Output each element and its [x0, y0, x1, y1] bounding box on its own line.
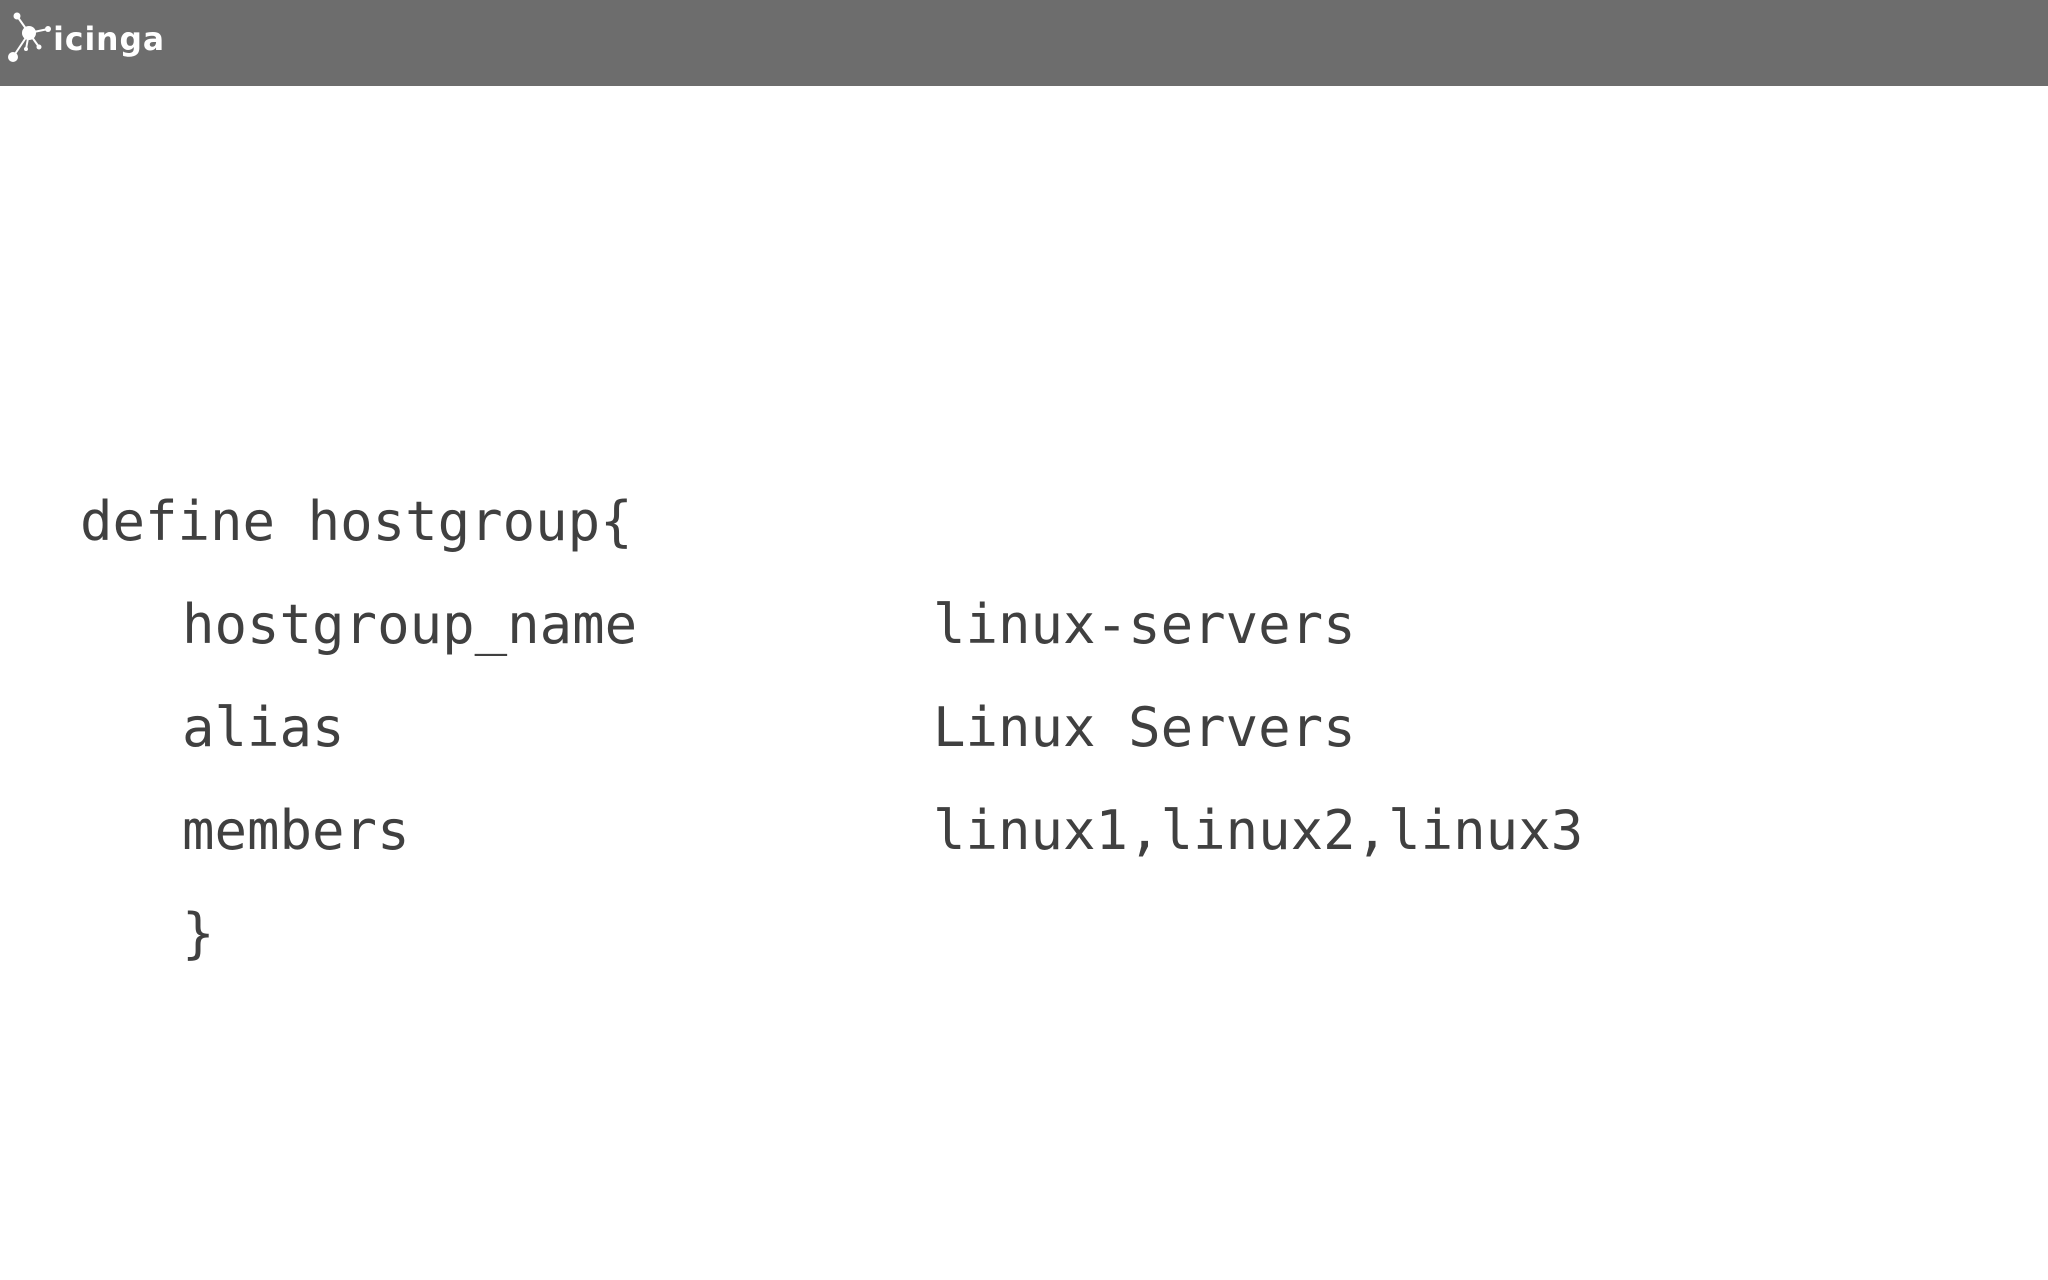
header-bar: icinga — [0, 0, 2048, 86]
code-line-hostgroup-name: hostgroup_name linux-servers — [182, 573, 1356, 676]
icinga-logo: icinga — [6, 6, 166, 66]
directive-value: linux-servers — [933, 593, 1356, 656]
directive-key: hostgroup_name — [182, 593, 638, 656]
directive-value: Linux Servers — [933, 696, 1356, 759]
code-line-members: members linux1,linux2,linux3 — [182, 779, 1583, 882]
define-statement: define hostgroup{ — [80, 490, 633, 553]
directive-value: linux1,linux2,linux3 — [933, 799, 1584, 862]
code-line-define: define hostgroup{ — [80, 470, 633, 573]
directive-key: alias — [182, 696, 345, 759]
network-nodes-icon — [8, 12, 51, 62]
directive-key: members — [182, 799, 410, 862]
code-line-alias: alias Linux Servers — [182, 676, 1356, 779]
brand-wordmark: icinga — [53, 20, 166, 58]
closing-brace: } — [182, 902, 215, 965]
code-line-closing: } — [182, 882, 377, 985]
